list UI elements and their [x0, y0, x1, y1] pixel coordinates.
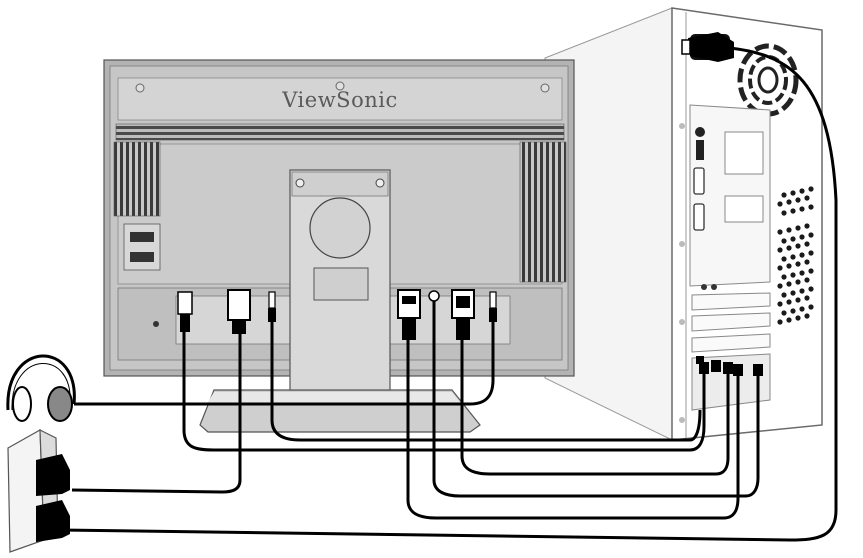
audio-jack-icon	[268, 291, 276, 322]
usb-port-icon	[177, 291, 193, 332]
power-plug-icon	[36, 454, 70, 542]
monitor-brand-label: ViewSonic	[281, 88, 397, 112]
vga-port-icon	[451, 289, 475, 340]
pc-tower-icon	[544, 7, 823, 441]
monitor-rear-panel-icon: ViewSonic	[103, 59, 575, 433]
wall-outlet-icon	[7, 428, 70, 553]
cables	[59, 46, 838, 542]
dvi-port-icon	[397, 289, 421, 340]
power-plug-icon	[681, 32, 734, 62]
pc-connectors	[696, 356, 763, 376]
headphones-icon	[6, 354, 76, 422]
usb-port-icon	[123, 223, 161, 271]
monitor-connectors	[177, 289, 497, 340]
